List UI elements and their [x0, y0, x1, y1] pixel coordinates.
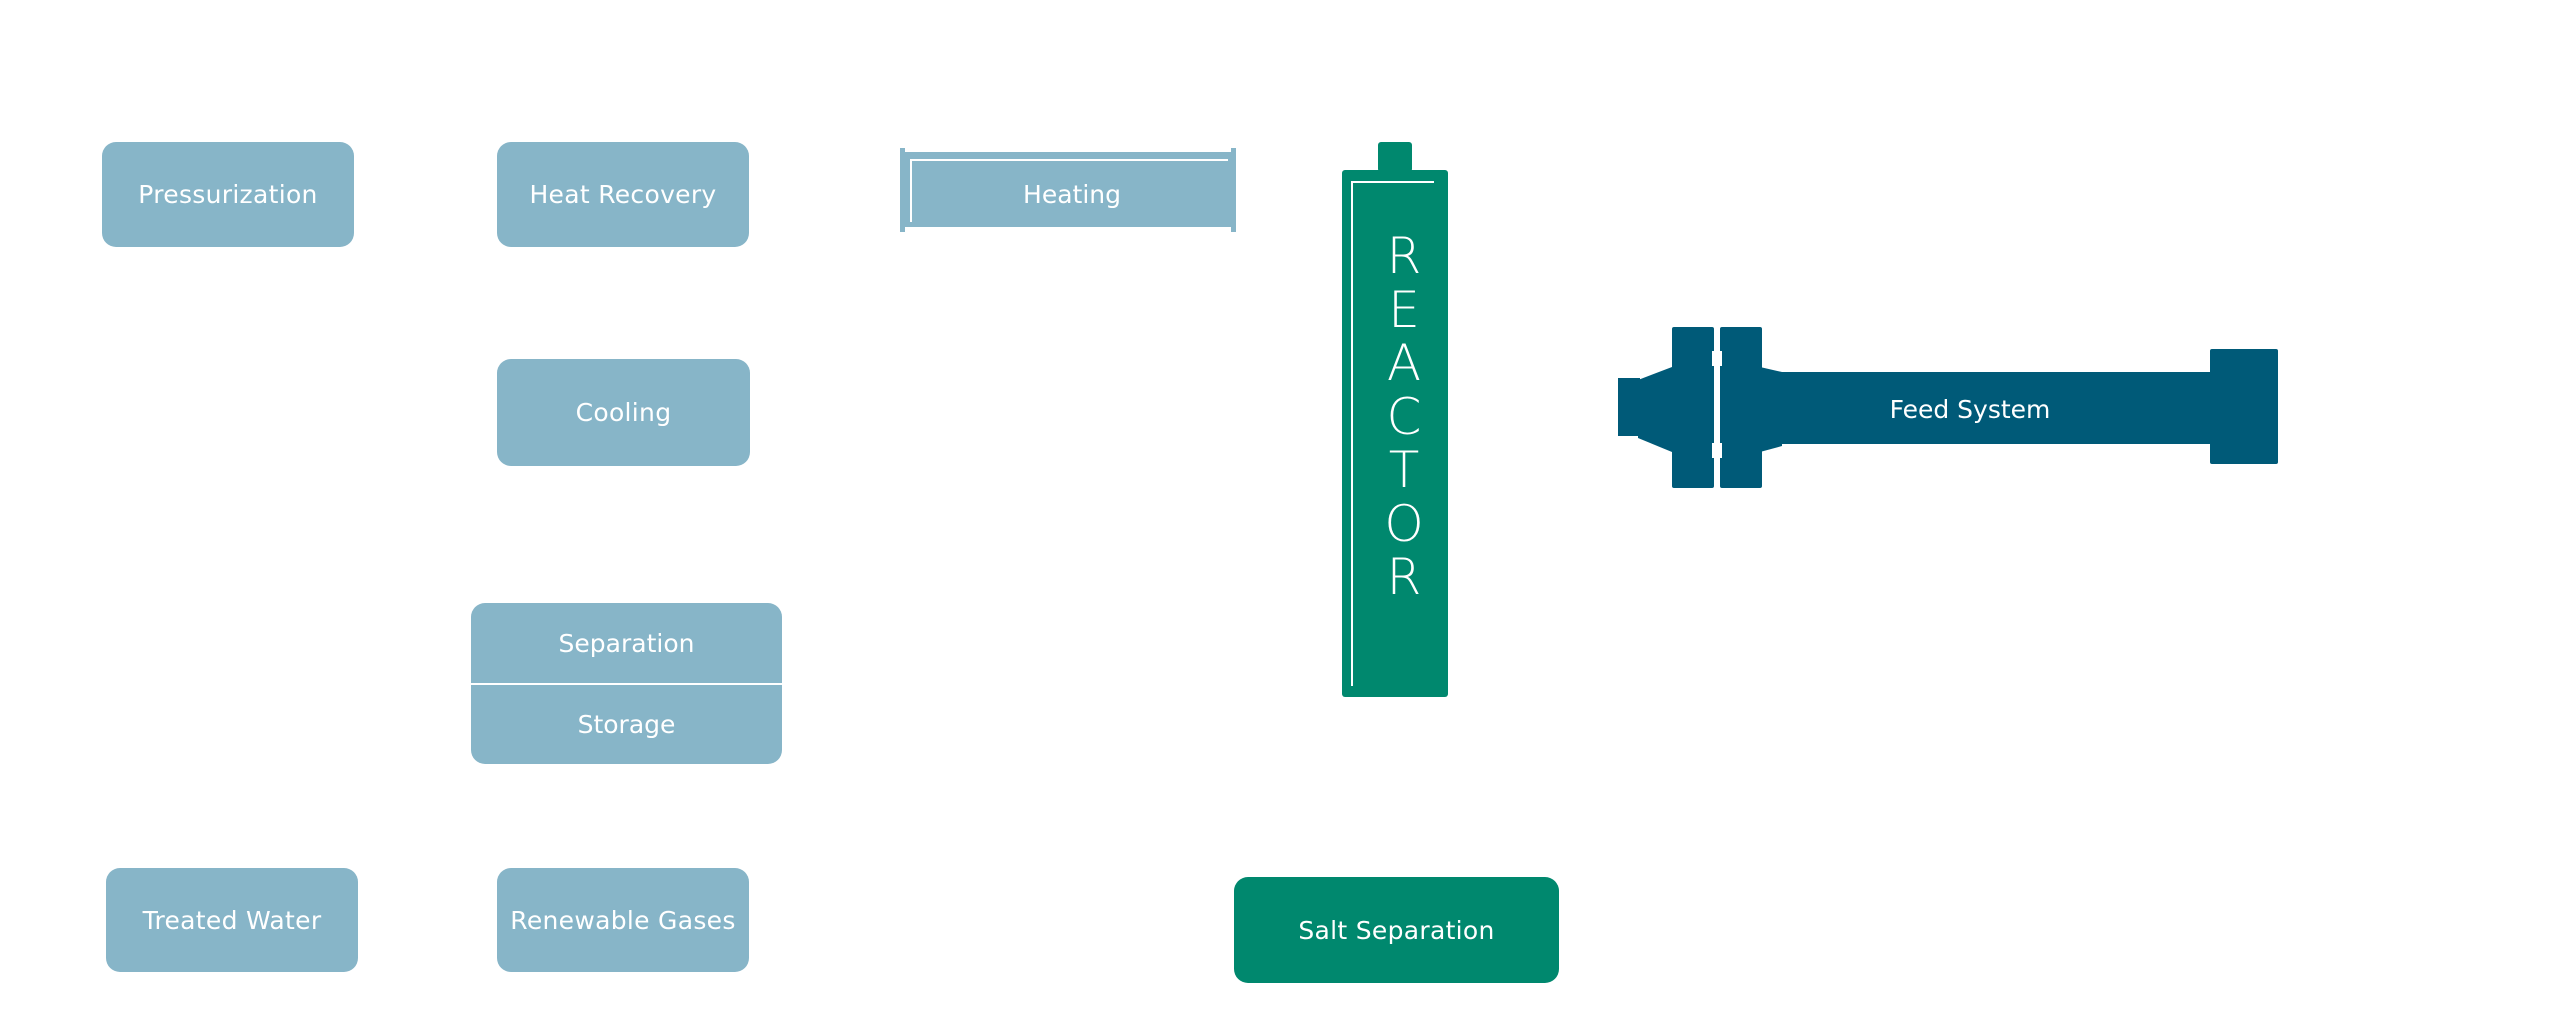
separation-cell: Separation	[471, 603, 782, 683]
reactor-vessel	[1342, 142, 1448, 697]
reactor-letter: E	[1388, 280, 1420, 339]
pressurization-node: Pressurization	[102, 142, 354, 247]
reactor-letter: T	[1388, 441, 1420, 499]
stack-divider	[471, 683, 782, 685]
cooling-label: Cooling	[575, 398, 672, 427]
storage-cell: Storage	[471, 685, 782, 764]
storage-label: Storage	[577, 710, 676, 739]
pressurization-label: Pressurization	[138, 180, 318, 209]
feed-system-pipe	[1618, 327, 2278, 488]
reactor-label: R E A C T O R	[1352, 227, 1456, 606]
separation-storage-node: Separation Storage	[471, 603, 782, 764]
treated-water-node: Treated Water	[106, 868, 358, 972]
salt-separation-label: Salt Separation	[1298, 915, 1495, 945]
renewable-gases-node: Renewable Gases	[497, 868, 749, 972]
heat-recovery-node: Heat Recovery	[497, 142, 749, 247]
reactor-letter: R	[1386, 227, 1422, 285]
reactor-letter: C	[1386, 387, 1422, 446]
reactor-letter: A	[1386, 334, 1422, 392]
cooling-node: Cooling	[497, 359, 750, 466]
separation-label: Separation	[558, 628, 695, 658]
salt-separation-node: Salt Separation	[1234, 877, 1559, 983]
feed-system-label: Feed System	[1889, 394, 2051, 424]
heat-recovery-label: Heat Recovery	[529, 180, 717, 209]
reactor-letter: R	[1386, 548, 1422, 606]
heating-label: Heating	[1023, 179, 1121, 209]
renewable-gases-label: Renewable Gases	[510, 905, 736, 935]
reactor-letter: O	[1384, 494, 1424, 553]
treated-water-label: Treated Water	[142, 905, 322, 935]
heating-exchanger	[900, 148, 1236, 232]
